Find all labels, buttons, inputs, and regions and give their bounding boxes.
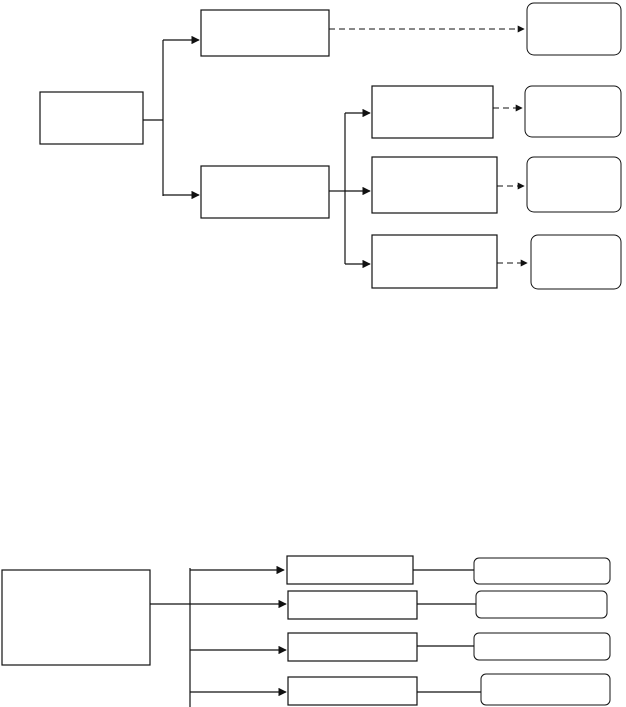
bottom-row-node-2: [287, 590, 418, 620]
top-child-result-node-3: [530, 234, 622, 290]
bottom-connectors: [150, 565, 287, 707]
bottom-row-node-3: [287, 632, 418, 662]
top-root-connectors: [143, 35, 200, 200]
top-root-node: [39, 91, 144, 145]
bottom-diagram: [1, 555, 611, 707]
bottom-row-node-4: [287, 676, 418, 706]
top-child-node-1: [371, 85, 494, 139]
top-diagram: [39, 2, 622, 290]
top-branch-a-result-node: [526, 2, 622, 56]
bottom-row-result-node-3: [473, 632, 611, 661]
bottom-row-result-node-4: [480, 673, 611, 706]
top-child-node-2: [371, 156, 498, 214]
top-child-result-node-1: [524, 85, 622, 138]
top-branch-b-connectors: [329, 108, 371, 269]
bottom-row-node-1: [286, 555, 414, 585]
bottom-row-result-node-2: [475, 590, 608, 619]
top-child-node-3: [371, 234, 498, 289]
bottom-root-node: [1, 569, 151, 666]
bottom-row-result-node-1: [473, 557, 611, 585]
top-branch-b-node: [200, 165, 330, 219]
top-branch-a-node: [200, 9, 330, 57]
top-child-result-node-2: [526, 156, 622, 213]
